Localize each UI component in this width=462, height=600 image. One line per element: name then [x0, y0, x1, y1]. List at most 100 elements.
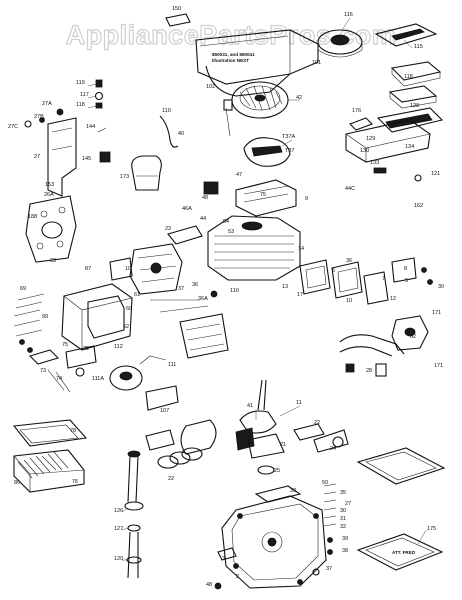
- part-number-label: 153: [45, 182, 54, 188]
- part-number-label: 121: [431, 171, 440, 177]
- gasket-set-box: [356, 447, 446, 485]
- part-number-label: 176: [352, 108, 361, 114]
- part-number-label: 24: [330, 446, 336, 452]
- piston-rings: [145, 419, 217, 469]
- air-filter-cover-115: [374, 23, 438, 47]
- part-number-label: 145: [82, 156, 91, 162]
- crankshaft: [235, 379, 285, 475]
- part-number-label: 188: [28, 214, 37, 220]
- part-number-label: 173: [120, 174, 129, 180]
- part-number-label: 25: [274, 468, 280, 474]
- part-number-label: 50: [322, 480, 328, 486]
- part-number-label: 11: [296, 400, 302, 406]
- part-number-label: 99: [42, 314, 48, 320]
- part-number-label: 10: [346, 298, 352, 304]
- blower-housing-note-line1: 850031, and 850041: [212, 52, 255, 57]
- part-number-label: 28: [366, 368, 372, 374]
- part-number-label: 27A: [42, 101, 52, 107]
- part-number-label: 75: [260, 192, 266, 198]
- part-number-label: 46A: [182, 206, 192, 212]
- watermark: AppliancePartsPros.com: [66, 20, 397, 50]
- part-number-label: 22: [314, 420, 320, 426]
- part-number-label: 171: [432, 310, 441, 316]
- part-number-label: 171: [434, 363, 443, 369]
- part-number-label: 80: [14, 480, 20, 486]
- primer-assembly: [97, 127, 162, 191]
- part-number-label: 126: [114, 508, 123, 514]
- part-number-label: 76: [72, 479, 78, 485]
- part-number-label: 35: [340, 490, 346, 496]
- bracket-150: [165, 13, 191, 27]
- fuel-line: [339, 315, 429, 377]
- part-number-label: 14: [298, 246, 304, 252]
- part-number-label: 33: [290, 488, 296, 494]
- part-number-label: 53: [228, 229, 234, 235]
- part-number-label: 12: [390, 296, 396, 302]
- blower-housing: [195, 29, 319, 97]
- gasket-plate: [25, 195, 77, 263]
- part-number-label: 133: [370, 160, 379, 166]
- part-number-label: 150: [172, 6, 181, 12]
- part-number-label: 23: [50, 258, 56, 264]
- hardware-right-lower: [214, 483, 337, 590]
- part-number-label: 48: [206, 582, 212, 588]
- part-number-label: 27C: [8, 124, 18, 130]
- governor-linkage: [150, 290, 229, 359]
- part-number-label: 107: [160, 408, 169, 414]
- part-number-label: T37: [285, 148, 294, 154]
- ignition-armature: [223, 99, 291, 167]
- left-hardware: [13, 293, 60, 365]
- valve-parts: [47, 345, 97, 393]
- leader-lines: [87, 17, 427, 561]
- part-number-label: 120: [114, 556, 123, 562]
- part-number-label: 87: [85, 266, 91, 272]
- part-number-label: 129: [366, 136, 375, 142]
- part-number-label: 48: [202, 195, 208, 201]
- part-number-label: 37: [326, 566, 332, 572]
- starter-pulley: [317, 29, 363, 58]
- part-number-label: 27: [34, 154, 40, 160]
- part-number-label: 72: [83, 346, 89, 352]
- part-number-label: 40: [178, 131, 184, 137]
- part-number-label: 110: [162, 108, 171, 114]
- breather-gaskets: [299, 257, 433, 305]
- control-bracket-27: [24, 108, 77, 197]
- part-number-label: 75: [62, 342, 68, 348]
- part-number-label: 42: [296, 95, 302, 101]
- part-number-label: 31: [340, 516, 346, 522]
- part-number-label: 5: [332, 268, 335, 274]
- part-number-label: 30: [340, 508, 346, 514]
- part-number-label: 128: [410, 103, 419, 109]
- part-number-label: 41: [247, 403, 253, 409]
- carburetor: [109, 225, 203, 295]
- part-number-label: 102: [206, 84, 215, 90]
- part-number-label: 116: [344, 12, 353, 18]
- air-filter-element: [12, 419, 88, 493]
- box-label: ATT. FRED: [392, 550, 416, 555]
- part-number-label: 36A: [198, 296, 208, 302]
- part-number-label: T37A: [282, 134, 295, 140]
- part-number-label: 44C: [345, 186, 355, 192]
- part-number-label: 111A: [92, 376, 104, 382]
- part-number-label: 118: [76, 102, 85, 108]
- part-number-label: 21: [280, 442, 286, 448]
- part-number-label: 39: [342, 536, 348, 542]
- part-number-label: 8: [404, 266, 407, 272]
- part-number-label: 101: [312, 60, 321, 66]
- crankcase-cover: [221, 485, 327, 589]
- part-number-label: 37: [178, 286, 184, 292]
- air-cleaner-base: [345, 117, 431, 182]
- part-number-label: 61: [134, 292, 140, 298]
- cylinder-block: [203, 179, 301, 281]
- part-number-label: 110: [230, 288, 239, 294]
- part-number-label: 17: [297, 292, 303, 298]
- part-number-label: 32: [340, 524, 346, 530]
- parts-kit-box-175: ATT. FRED: [356, 533, 444, 571]
- part-number-label: 36: [346, 258, 352, 264]
- part-number-label: 127: [114, 526, 123, 532]
- part-number-labels: 1501161151011181191171181024217612827A27…: [8, 6, 444, 588]
- part-number-label: 175: [427, 526, 436, 532]
- part-number-label: 78: [70, 428, 76, 434]
- muffler: [61, 283, 133, 351]
